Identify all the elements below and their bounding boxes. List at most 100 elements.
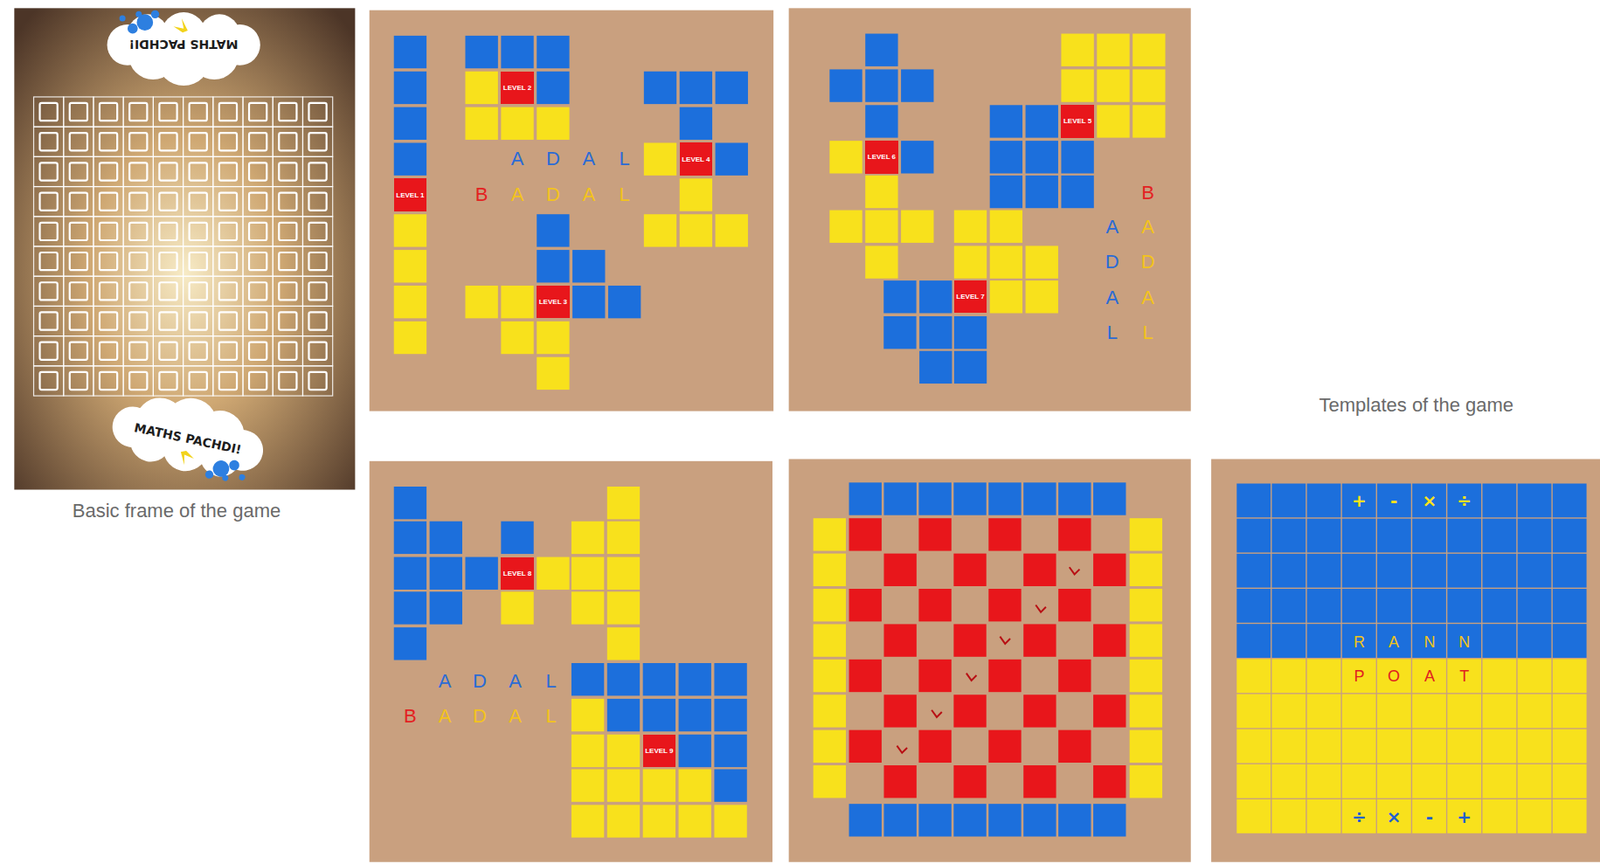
frame-cell — [123, 336, 153, 367]
level-label: LEVEL 2 — [503, 83, 532, 92]
board-cell — [849, 518, 882, 551]
board-cell — [1447, 799, 1482, 834]
frame-cell — [152, 126, 183, 157]
board-letter: A — [1105, 215, 1119, 239]
board-cell — [1093, 554, 1126, 587]
level-label: LEVEL 6 — [867, 152, 896, 161]
frame-cell — [213, 187, 243, 217]
board-cell — [1377, 554, 1412, 589]
board-cell — [1447, 554, 1482, 589]
board-letter: A — [508, 670, 522, 693]
board-cells — [394, 34, 1587, 839]
frame-cell — [34, 246, 64, 277]
board-cell — [1271, 729, 1306, 764]
frame-cell-inner — [40, 193, 58, 211]
frame-cell-inner — [308, 252, 326, 271]
board-cell — [1482, 519, 1517, 554]
board-cell — [1129, 554, 1163, 587]
frame-cell — [242, 187, 273, 217]
board-cell — [1307, 799, 1342, 834]
board-cell — [883, 554, 916, 587]
board-cell — [1025, 140, 1059, 174]
board-cell — [644, 71, 677, 104]
level-tile: LEVEL 5 — [1060, 104, 1094, 138]
frame-cell-inner — [219, 252, 237, 271]
board-cell — [572, 249, 605, 283]
frame-cell-inner — [99, 222, 118, 241]
board-cell — [954, 316, 987, 349]
frame-cell — [183, 126, 214, 157]
frame-cell — [123, 96, 153, 127]
frame-cell-inner — [129, 162, 147, 181]
frame-cell-inner — [99, 252, 118, 271]
frame-cell-inner — [40, 372, 58, 390]
frame-cell-inner — [69, 372, 88, 390]
board-cell — [1236, 799, 1271, 834]
board-cell — [953, 765, 986, 798]
frame-cell — [123, 305, 153, 336]
frame-cell-inner — [308, 193, 326, 211]
board-cell — [572, 285, 605, 319]
frame-cell-inner — [278, 162, 297, 181]
board-cell — [849, 803, 882, 837]
frame-cell — [123, 366, 153, 396]
board-cell — [1517, 729, 1552, 764]
frame-cell-inner — [189, 252, 208, 271]
frame-cell-inner — [69, 132, 88, 151]
board-cell — [1447, 623, 1482, 659]
board-cell — [571, 591, 604, 624]
paint-splash — [204, 470, 215, 480]
board-cell — [1058, 588, 1091, 622]
frame-cell — [302, 96, 333, 127]
paint-splash — [238, 473, 246, 481]
board-cell — [536, 71, 569, 104]
frame-cell — [183, 276, 214, 306]
board-cell — [1482, 729, 1517, 764]
board-cell — [953, 482, 986, 515]
board-cell — [883, 482, 916, 515]
frame-cell — [152, 156, 183, 187]
board-cell — [607, 699, 640, 732]
board-cell — [1271, 764, 1306, 799]
board-cell — [1377, 658, 1412, 693]
frame-cell-inner — [69, 222, 88, 241]
frame-cell — [34, 366, 64, 396]
board-cell — [607, 591, 640, 624]
board-cell — [1307, 658, 1342, 693]
board-cell — [1236, 658, 1271, 693]
frame-cell — [123, 187, 153, 217]
board-cell — [643, 699, 676, 732]
frame-cell-inner — [69, 103, 88, 121]
board-cell — [1236, 694, 1271, 729]
board-cell — [1552, 694, 1587, 729]
piece-mark — [1069, 567, 1081, 575]
board-cell — [1096, 34, 1130, 67]
board-cell — [953, 694, 986, 728]
frame-background — [13, 7, 355, 490]
board-letter: D — [472, 705, 487, 728]
board-panel — [789, 7, 1192, 411]
board-cell — [678, 768, 712, 802]
board-letter: L — [619, 183, 631, 207]
frame-cell-inner — [278, 372, 297, 390]
board-cell — [679, 214, 713, 247]
board-letter: A — [438, 670, 452, 693]
board-letter: D — [546, 183, 561, 207]
board-cell — [883, 803, 916, 837]
star-splash — [173, 18, 188, 33]
board-cell — [990, 104, 1023, 138]
frame-cell — [213, 156, 243, 187]
board-cell — [919, 316, 952, 349]
board-letter: A — [511, 183, 525, 207]
board-cell — [500, 591, 534, 624]
frame-cell-inner — [69, 162, 88, 181]
board-cell — [1412, 694, 1447, 729]
frame-cell-inner — [159, 252, 177, 271]
frame-cell — [34, 305, 64, 336]
board-cell — [1342, 623, 1377, 659]
frame-cell-inner — [278, 222, 297, 241]
frame-cell-inner — [69, 282, 88, 300]
frame-cell — [63, 305, 94, 336]
frame-cell-inner — [249, 103, 267, 121]
